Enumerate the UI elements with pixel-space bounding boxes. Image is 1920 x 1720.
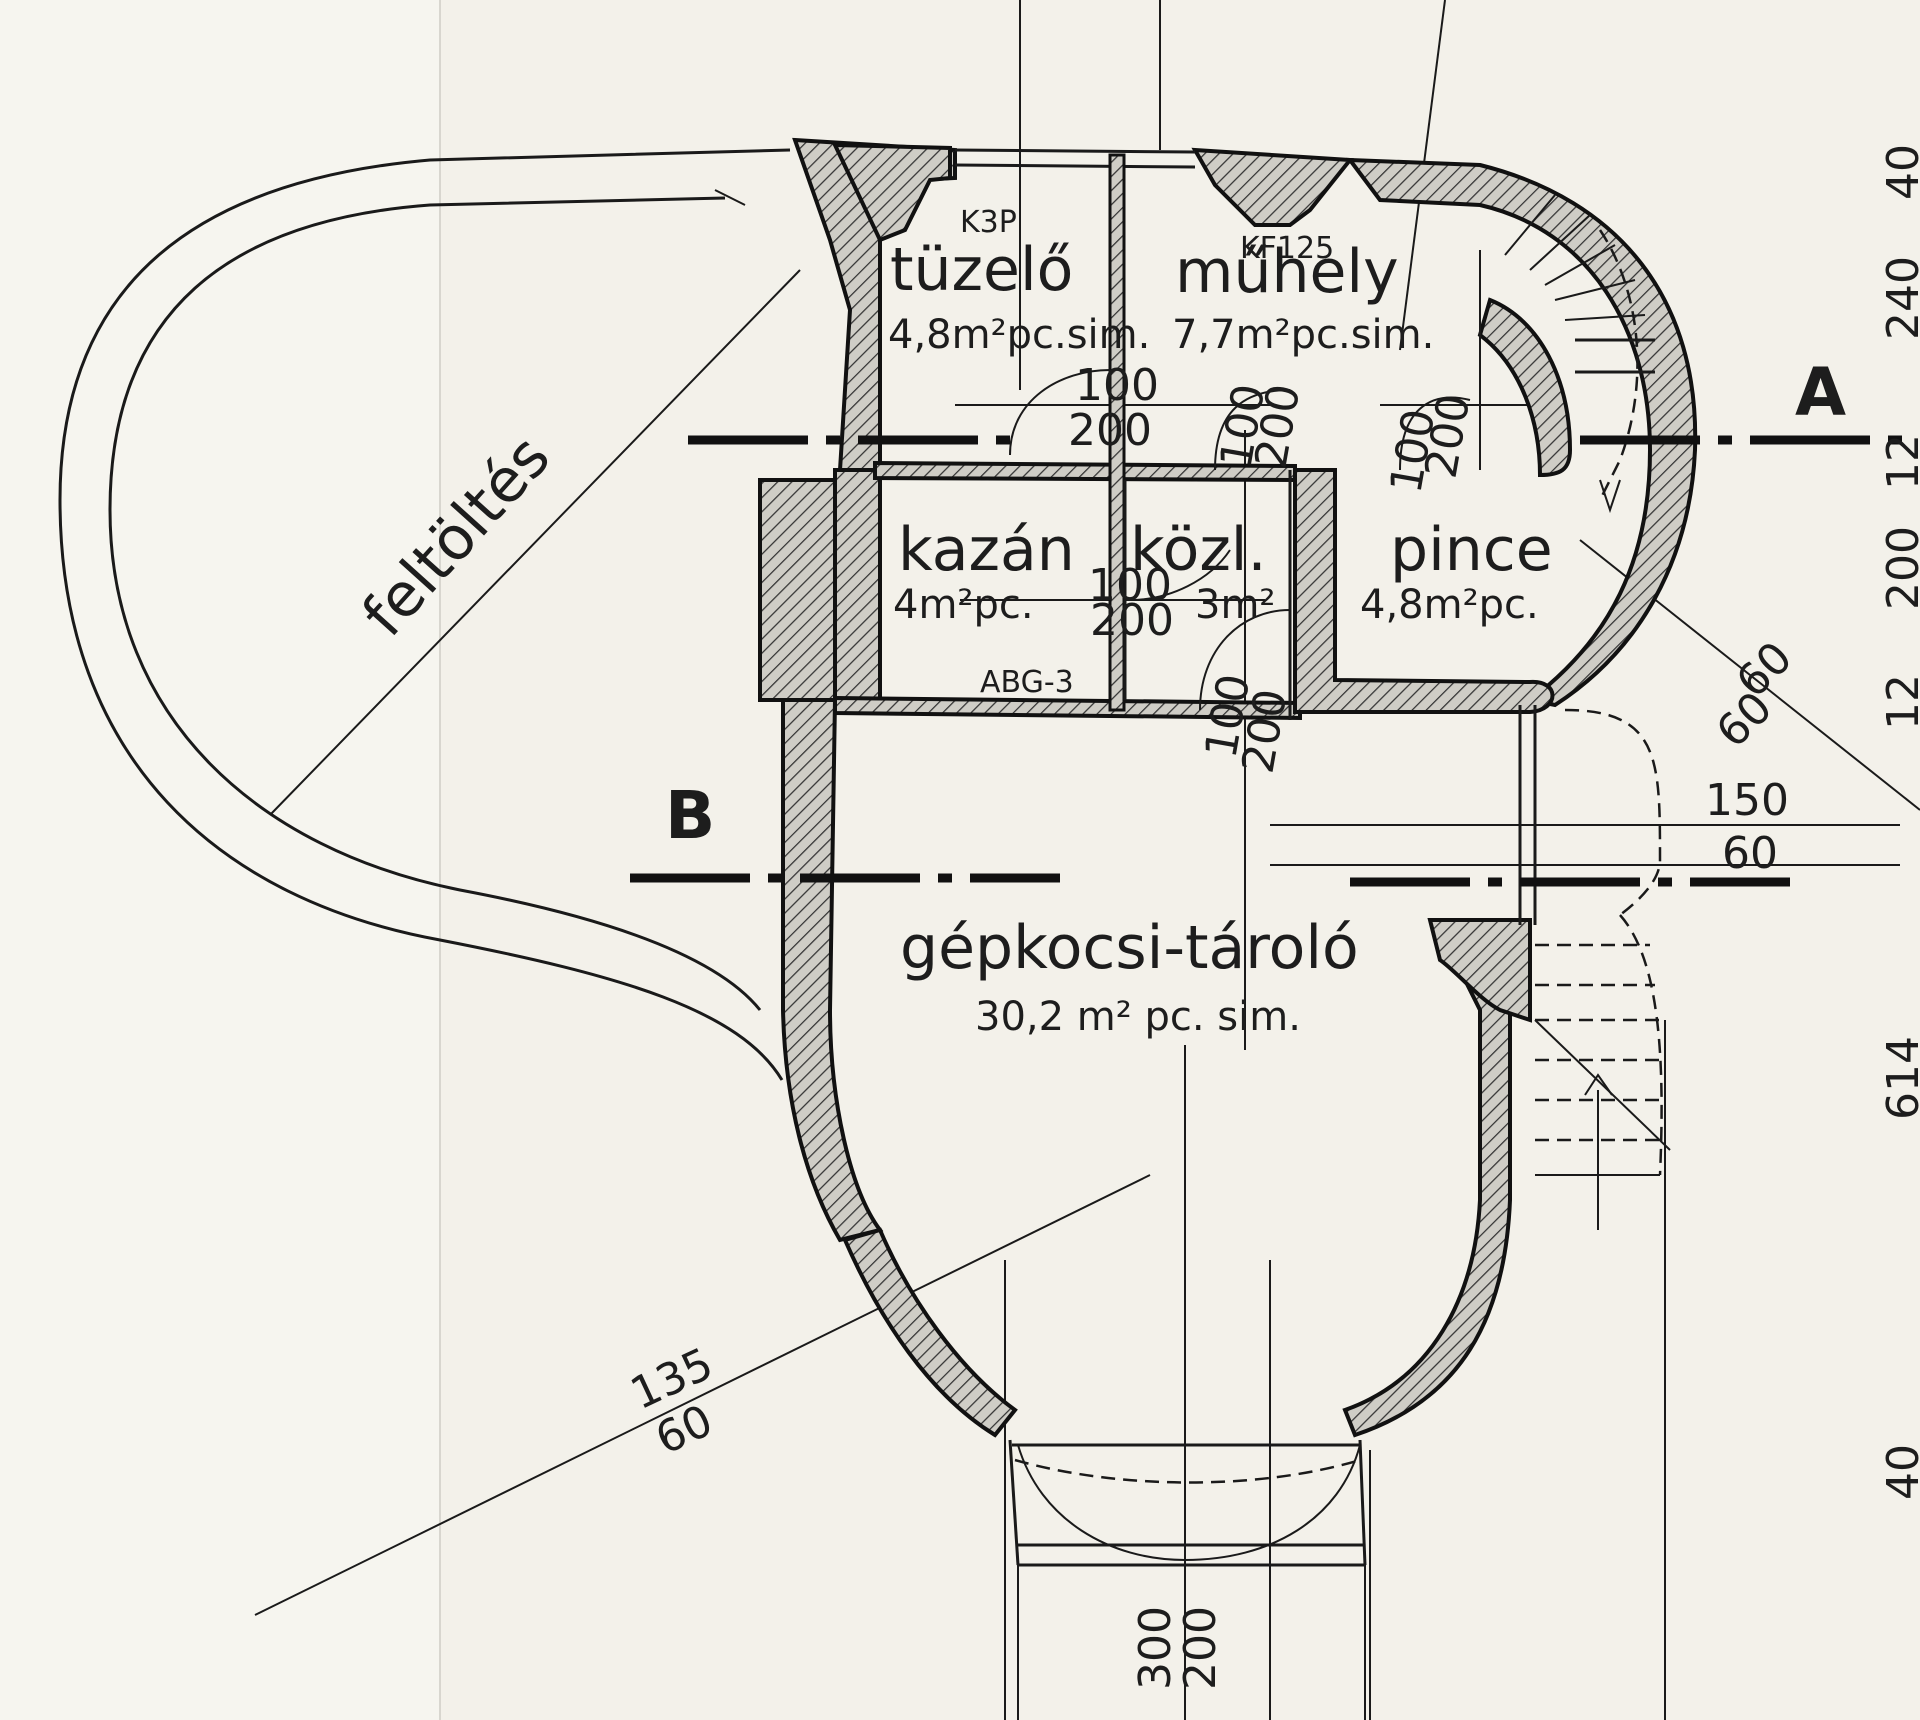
dim-4-top: 100 [1088, 560, 1172, 611]
door-swings [1009, 369, 1471, 711]
room-name-kozl: közl. [1130, 515, 1267, 585]
side-dim-3: 12 [1878, 434, 1920, 490]
side-dim-6: 614 [1878, 1036, 1920, 1120]
room-name-muhely: műhely [1175, 237, 1399, 307]
partitions [1108, 153, 1655, 925]
side-dim-5: 12 [1878, 674, 1920, 730]
label-kf125: KF125 [1240, 231, 1334, 266]
section-marker-a: A [1795, 354, 1846, 431]
label-abg3: ABG-3 [980, 665, 1074, 700]
dim-9-top: 300 [1130, 1606, 1181, 1690]
dim-7-top: 150 [1705, 775, 1789, 826]
room-name-kazan: kazán [898, 515, 1075, 585]
room-area-muhely: 7,7m²pc.sim. [1172, 312, 1434, 358]
side-dim-4: 200 [1878, 526, 1920, 610]
room-area-pince: 4,8m²pc. [1360, 582, 1539, 628]
dim-7-bot: 60 [1722, 828, 1778, 879]
dim-9-bot: 200 [1175, 1606, 1226, 1690]
room-name-garage: gépkocsi-tároló [900, 913, 1359, 983]
side-dim-7: 40 [1878, 1444, 1920, 1500]
guide-lines [254, 0, 1920, 1720]
side-dim-2: 240 [1878, 256, 1920, 340]
paper-left-margin [0, 0, 440, 1720]
garage-door [1008, 1439, 1367, 1720]
section-lines [630, 435, 1910, 887]
room-area-kozl: 3m² [1195, 582, 1275, 628]
room-name-tuzelo: tüzelő [890, 235, 1073, 305]
section-marker-b: B [665, 777, 715, 854]
dim-4-bot: 200 [1090, 595, 1174, 646]
side-dim-1: 40 [1878, 144, 1920, 200]
embankment [58, 148, 801, 1081]
room-area-garage: 30,2 m² pc. sim. [975, 994, 1301, 1040]
dim-1-top: 100 [1075, 360, 1159, 411]
dim-1-bot: 200 [1068, 405, 1152, 456]
label-k3p: K3P [960, 205, 1017, 240]
walls [758, 137, 1698, 1438]
room-area-kazan: 4m²pc. [893, 582, 1034, 628]
room-name-pince: pince [1390, 515, 1553, 585]
side-stair [1534, 708, 1671, 1230]
room-area-tuzelo: 4,8m²pc.sim. [888, 312, 1150, 358]
